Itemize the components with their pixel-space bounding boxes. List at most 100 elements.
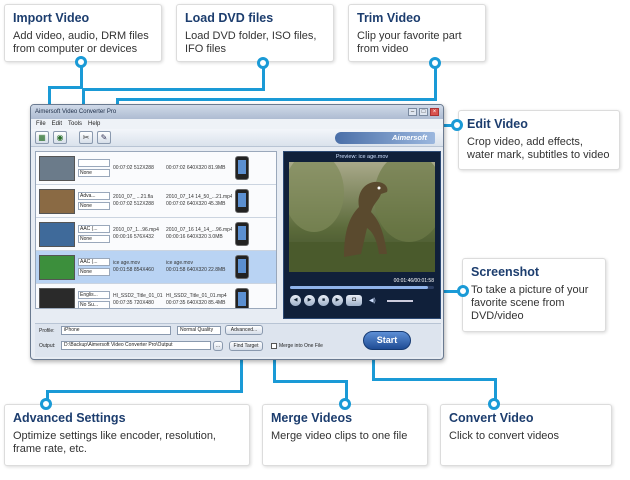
callout-import-video: Import Video Add video, audio, DRM files… xyxy=(4,4,162,62)
seek-bar[interactable] xyxy=(290,286,434,289)
video-thumbnail xyxy=(39,188,75,214)
edit-dot xyxy=(451,119,463,131)
settings-bar: Profile: iPhone Normal Quality Advanced.… xyxy=(35,323,441,357)
brand-logo: Aimersoft xyxy=(335,132,435,144)
start-button[interactable]: Start xyxy=(363,331,411,350)
import-video-button[interactable]: ▦ xyxy=(35,131,49,144)
import-dot xyxy=(75,56,87,68)
output-label: Output: xyxy=(39,343,56,349)
edit-video-button[interactable]: ✎ xyxy=(97,131,111,144)
screenshot-button[interactable]: ◘ xyxy=(346,295,362,306)
volume-slider[interactable] xyxy=(386,299,413,302)
import-connector-h xyxy=(48,86,83,89)
subtitle-select[interactable]: No Su... xyxy=(78,301,110,308)
profile-label: Profile: xyxy=(39,328,55,334)
advanced-button[interactable]: Advanced... xyxy=(225,325,263,335)
menu-help[interactable]: Help xyxy=(88,121,101,127)
source-name: 00:07:02 512X288 xyxy=(113,164,154,171)
close-button[interactable]: × xyxy=(430,108,439,116)
menu-bar: File Edit Tools Help xyxy=(31,119,443,129)
preview-panel: Preview: ice age.mov 00:01:46/00:01:58 ◀… xyxy=(283,151,441,319)
source-info: 00:07:02 512X288 xyxy=(113,165,163,172)
video-thumbnail xyxy=(39,287,75,308)
device-icon xyxy=(235,189,249,213)
find-target-button[interactable]: Find Target xyxy=(229,341,263,351)
video-thumbnail xyxy=(39,221,75,247)
minimize-button[interactable]: – xyxy=(408,108,417,116)
trim-dot xyxy=(429,57,441,69)
trim-video-button[interactable]: ✂ xyxy=(79,131,93,144)
output-name: 2010_07_14 14_50_...21.mp4 xyxy=(166,194,232,200)
callout-screenshot: Screenshot To take a picture of your fav… xyxy=(462,258,606,332)
next-button[interactable]: ▶ xyxy=(332,295,343,306)
play-button[interactable]: ▶ xyxy=(304,295,315,306)
audio-track-select[interactable]: Englis... xyxy=(78,291,110,299)
prev-button[interactable]: ◀ xyxy=(290,295,301,306)
convert-connector-h xyxy=(372,378,496,381)
trim-connector-h xyxy=(116,98,437,101)
advanced-connector-h xyxy=(46,390,243,393)
callout-advanced-settings: Advanced Settings Optimize settings like… xyxy=(4,404,250,466)
callout-description: Add video, audio, DRM files from compute… xyxy=(13,30,149,55)
callout-load-dvd: Load DVD files Load DVD folder, ISO file… xyxy=(176,4,334,62)
output-info: 00:07:02 640X320 81.9MB xyxy=(166,165,232,172)
source-name: 2010_07_ ...21.fla xyxy=(113,194,154,200)
trim-connector xyxy=(434,64,437,100)
source-name: ice age.mov xyxy=(113,260,140,266)
source-meta: 00:01:58 854X460 xyxy=(113,267,154,273)
camera-icon: ◘ xyxy=(352,297,356,303)
merge-connector-v2 xyxy=(345,380,348,404)
menu-file[interactable]: File xyxy=(36,121,46,127)
device-icon xyxy=(235,255,249,279)
menu-edit[interactable]: Edit xyxy=(51,121,63,127)
playback-controls: ◀ ▶ ■ ▶ ◘ ◀) xyxy=(284,291,440,310)
source-meta: 00:07:35 720X480 xyxy=(113,300,154,306)
callout-description: Crop video, add effects, water mark, sub… xyxy=(467,136,610,161)
merge-dot xyxy=(339,398,351,410)
subtitle-select[interactable]: None xyxy=(78,169,110,177)
load-dvd-button[interactable]: ◉ xyxy=(53,131,67,144)
screenshot-dot xyxy=(457,285,469,297)
callout-description: Click to convert videos xyxy=(449,430,560,442)
callout-trim-video: Trim Video Clip your favorite part from … xyxy=(348,4,486,62)
preview-frame-image xyxy=(289,162,435,272)
callout-title: Load DVD files xyxy=(185,11,274,25)
subtitle-select[interactable]: None xyxy=(78,268,110,276)
callout-title: Screenshot xyxy=(471,265,540,279)
output-meta: 00:00:16 640X320 3.0MB xyxy=(166,234,223,240)
menu-tools[interactable]: Tools xyxy=(68,121,83,127)
scissors-icon: ✂ xyxy=(82,133,90,142)
audio-track-select[interactable]: AAC (... xyxy=(78,258,110,266)
output-path-field[interactable]: D:\Backup\Aimersoft Video Converter Pro\… xyxy=(61,341,211,350)
device-icon xyxy=(235,288,249,308)
stop-button[interactable]: ■ xyxy=(318,295,329,306)
track-selects: None xyxy=(78,159,110,177)
audio-track-select[interactable] xyxy=(78,159,110,167)
profile-select[interactable]: iPhone xyxy=(61,326,171,335)
output-name: 00:07:02 640X320 81.9MB xyxy=(166,164,226,171)
merge-connector-v xyxy=(273,352,276,382)
maximize-button[interactable]: □ xyxy=(419,108,428,116)
subtitle-select[interactable]: None xyxy=(78,202,110,210)
audio-track-select[interactable]: AAC (... xyxy=(78,225,110,233)
callout-title: Import Video xyxy=(13,11,90,25)
preview-screen xyxy=(289,162,435,272)
merge-label: Merge into One File xyxy=(279,343,323,349)
quality-select[interactable]: Normal Quality xyxy=(177,326,221,335)
start-label: Start xyxy=(376,335,398,345)
callout-title: Trim Video xyxy=(357,11,421,25)
preview-title: Preview: ice age.mov xyxy=(335,154,389,160)
dvd-connector xyxy=(262,64,265,90)
advanced-connector-v xyxy=(240,355,243,393)
audio-track-select[interactable]: Adva... xyxy=(78,192,110,200)
merge-checkbox[interactable] xyxy=(271,343,277,349)
subtitle-select[interactable]: None xyxy=(78,235,110,243)
browse-button[interactable]: ... xyxy=(213,341,223,351)
